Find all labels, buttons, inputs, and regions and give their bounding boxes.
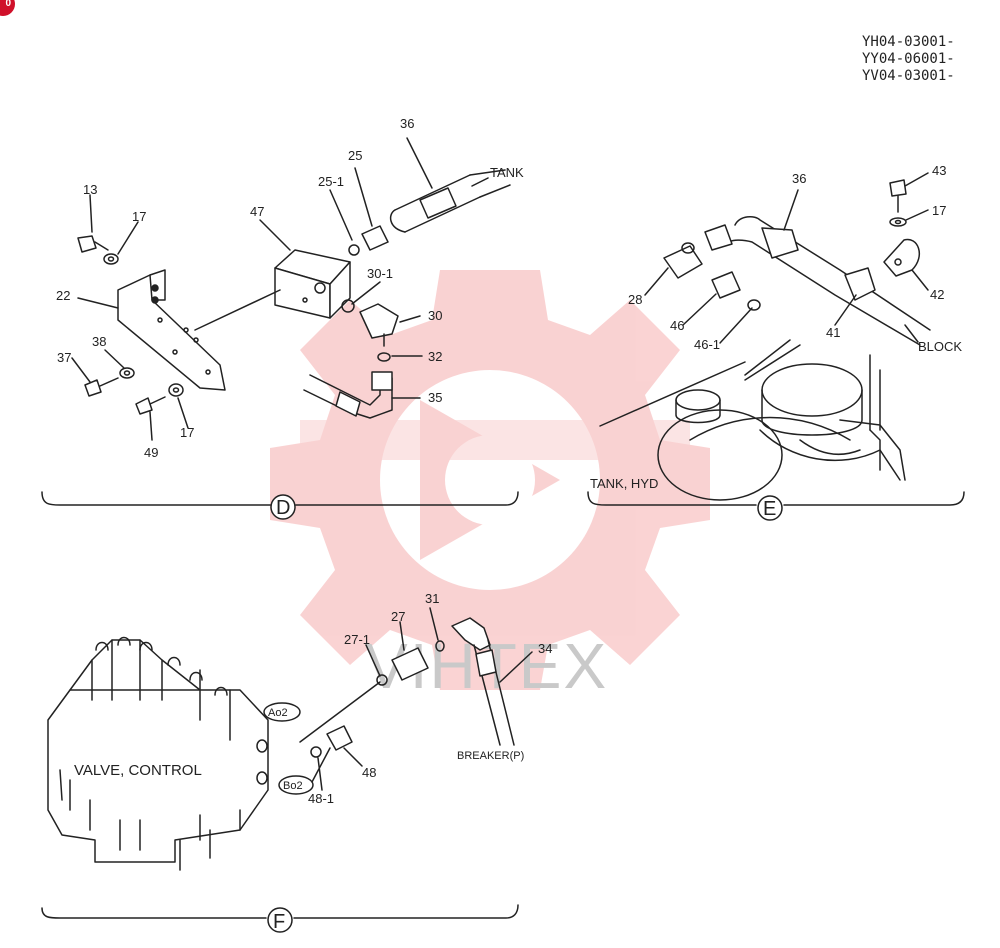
- part-label: 25: [348, 148, 362, 163]
- part-label: 46: [670, 318, 684, 333]
- note-label: BLOCK: [918, 339, 962, 354]
- serial-number-block: YH04-03001- YY04-06001- YV04-03001-: [862, 34, 955, 85]
- part-label: 27: [391, 609, 405, 624]
- part-label: 42: [930, 287, 944, 302]
- section-e-drawing: [587, 172, 965, 521]
- note-label: VALVE, CONTROL: [74, 762, 202, 779]
- part-label: 49: [144, 445, 158, 460]
- part-label: 31: [425, 591, 439, 606]
- part-label: 36: [400, 116, 414, 131]
- note-label: TANK: [490, 165, 524, 180]
- part-label: 35: [428, 390, 442, 405]
- section-letter: D: [276, 497, 290, 519]
- serial-number: YY04-06001-: [862, 51, 955, 67]
- part-label: 17: [180, 425, 194, 440]
- part-label: 43: [932, 163, 946, 178]
- part-label: 13: [83, 182, 97, 197]
- serial-number: YV04-03001-: [862, 68, 955, 84]
- serial-number: YH04-03001-: [862, 34, 955, 50]
- section-letter: E: [763, 498, 776, 520]
- watermark-gear-logo: [270, 270, 710, 690]
- section-d-drawing: [41, 137, 519, 520]
- port-label: Bo2: [283, 780, 303, 792]
- part-label: 25-1: [318, 174, 344, 189]
- part-label: 48: [362, 765, 376, 780]
- part-label: 17: [132, 209, 146, 224]
- part-label: 28: [628, 292, 642, 307]
- part-label: 38: [92, 334, 106, 349]
- part-label: 47: [250, 204, 264, 219]
- part-label: 37: [57, 350, 71, 365]
- part-label: 34: [538, 641, 552, 656]
- part-label: 17: [932, 203, 946, 218]
- part-label: 22: [56, 288, 70, 303]
- section-letter: F: [273, 911, 285, 933]
- part-label: 48-1: [308, 791, 334, 806]
- part-label: 32: [428, 349, 442, 364]
- section-f-drawing: [41, 607, 533, 933]
- part-label: 46-1: [694, 337, 720, 352]
- part-label: 30-1: [367, 266, 393, 281]
- port-label: Ao2: [268, 707, 288, 719]
- part-label: 41: [826, 325, 840, 340]
- corner-badge: 0: [0, 0, 15, 16]
- part-label: 36: [792, 171, 806, 186]
- part-label: 30: [428, 308, 442, 323]
- part-label: 27-1: [344, 632, 370, 647]
- note-label: TANK, HYD: [590, 476, 658, 491]
- note-label: BREAKER(P): [457, 750, 524, 762]
